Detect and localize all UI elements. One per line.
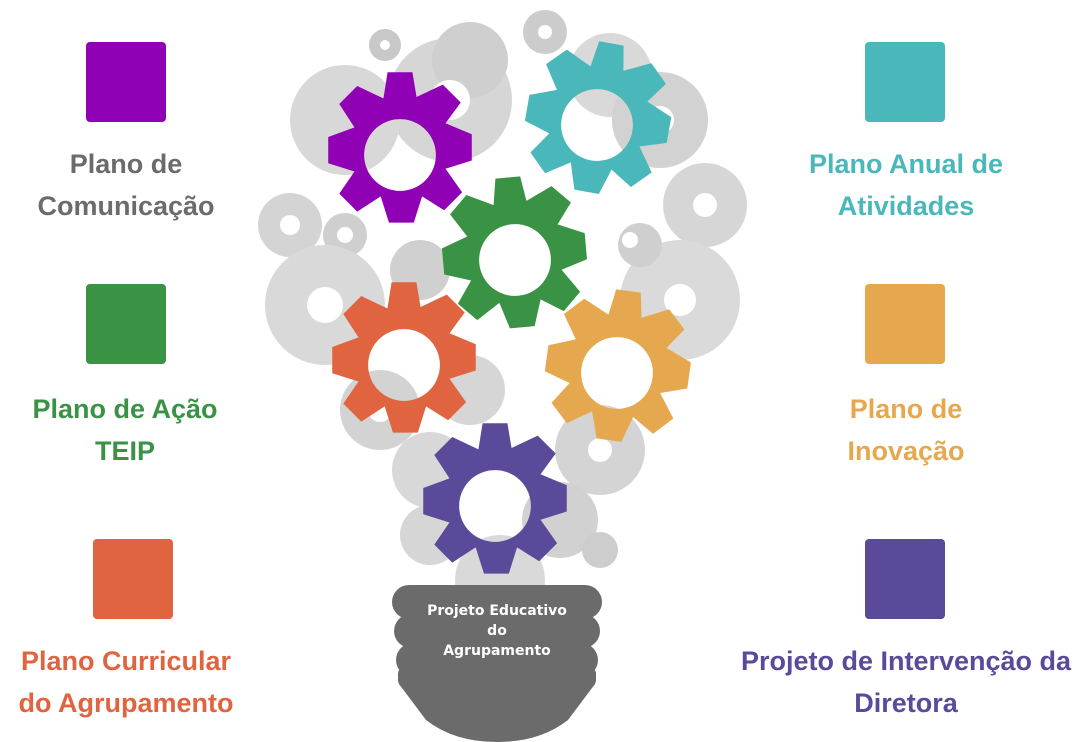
label-comunicacao: Plano de Comunicação — [0, 143, 256, 227]
label-anual: Plano Anual de Atividades — [776, 143, 1036, 227]
base-label-line-2: do — [487, 623, 507, 639]
label-line: Plano Curricular — [20, 646, 232, 676]
base-label-line-3: Agrupamento — [443, 643, 551, 659]
swatch-anual — [865, 42, 945, 122]
swatch-curricular — [93, 539, 173, 619]
swatch-intervencao — [865, 539, 945, 619]
label-line: Plano Anual de — [808, 149, 1004, 179]
label-inovacao: Plano de Inovação — [776, 388, 1036, 472]
label-line: Plano de — [69, 149, 183, 179]
base-label: Projeto Educativo do Agrupamento — [397, 601, 597, 661]
gear-teal — [514, 30, 683, 205]
label-intervencao: Projeto de Intervenção da Diretora — [720, 640, 1091, 724]
label-line: TEIP — [94, 436, 155, 466]
gear-purple — [328, 72, 472, 223]
swatch-comunicacao — [86, 42, 166, 122]
label-line: Comunicação — [37, 191, 215, 221]
label-line: Atividades — [837, 191, 975, 221]
label-line: Plano de Ação — [32, 394, 218, 424]
gear-orange — [332, 282, 476, 433]
swatch-inovacao — [865, 284, 945, 364]
label-line: Diretora — [854, 688, 958, 718]
label-line: Inovação — [847, 436, 965, 466]
base-label-line-1: Projeto Educativo — [427, 603, 567, 619]
label-line: Projeto de Intervenção da — [740, 646, 1072, 676]
swatch-acao-teip — [86, 284, 166, 364]
label-curricular: Plano Curricular do Agrupamento — [0, 640, 256, 724]
label-acao-teip: Plano de Ação TEIP — [0, 388, 255, 472]
bulb-base — [392, 585, 602, 742]
label-line: Plano de — [849, 394, 963, 424]
label-line: do Agrupamento — [18, 688, 234, 718]
gear-indigo — [423, 423, 567, 574]
